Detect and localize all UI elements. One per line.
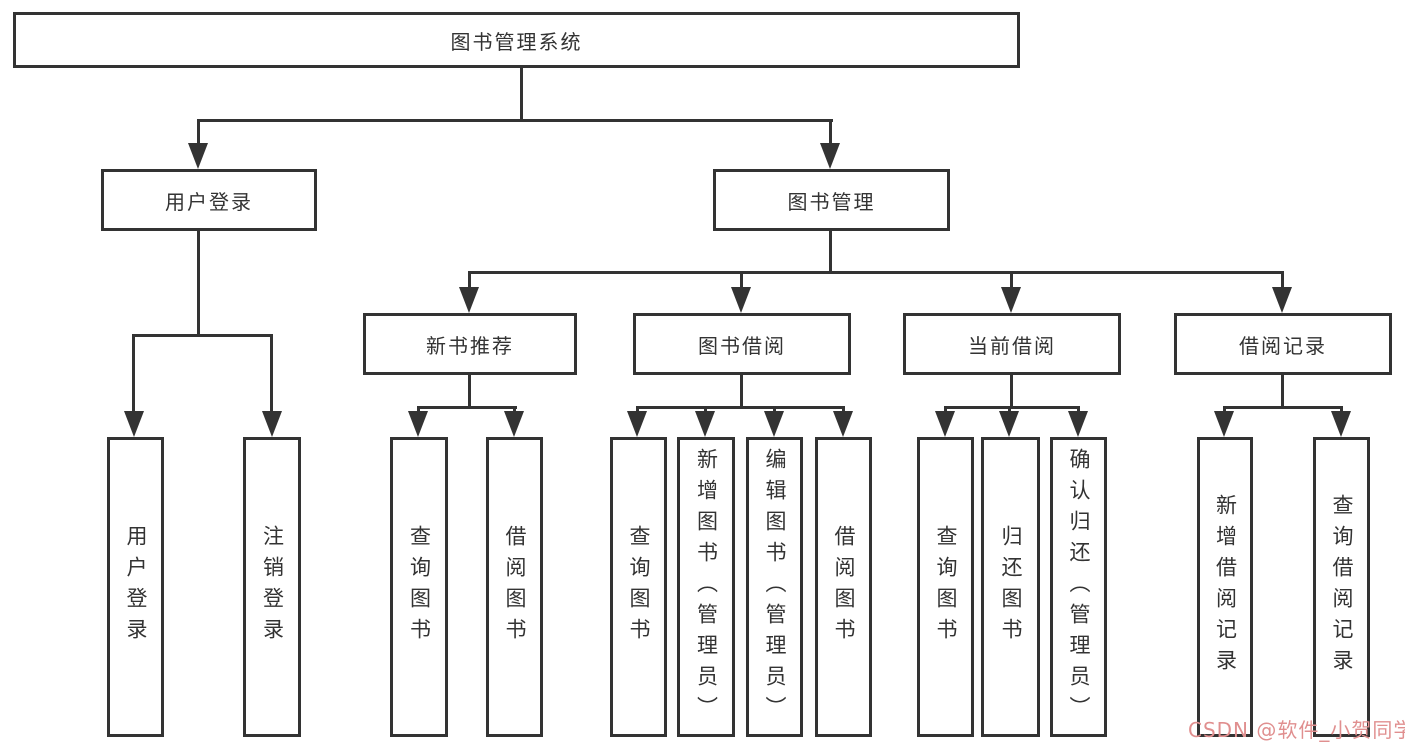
leaf-query-books-newbook: 查询图书 [390, 437, 448, 737]
leaf-confirm-return-admin: 确认归还（管理员） [1050, 437, 1107, 737]
leaf-borrow-books-newbook-label: 借阅图书 [503, 525, 527, 649]
leaf-query-books-newbook-label: 查询图书 [407, 525, 432, 649]
tree-edge [132, 334, 135, 413]
tree-edge [1281, 375, 1284, 409]
tree-edge [417, 406, 420, 414]
tree-edge [636, 406, 639, 414]
leaf-add-book-admin-label: 新增图书（管理员） [694, 447, 719, 727]
tree-edge [197, 119, 200, 145]
tree-edge [944, 406, 947, 414]
leaf-confirm-return-admin-label: 确认归还（管理员） [1067, 447, 1091, 727]
tree-edge [520, 68, 523, 121]
node-new-book-recommend: 新书推荐 [363, 313, 577, 375]
tree-edge [773, 406, 776, 414]
arrow-down-icon [124, 411, 144, 437]
tree-edge [1008, 406, 1011, 414]
node-book-borrow: 图书借阅 [633, 313, 851, 375]
tree-edge [829, 231, 832, 274]
arrow-down-icon [820, 143, 840, 169]
node-current-borrow: 当前借阅 [903, 313, 1121, 375]
arrow-down-icon [408, 411, 428, 437]
leaf-borrow-books-borrow-label: 借阅图书 [832, 525, 856, 649]
arrow-down-icon [459, 287, 479, 313]
tree-edge [1223, 406, 1226, 414]
node-book-management-label: 图书管理 [787, 189, 876, 214]
node-new-book-recommend-label: 新书推荐 [426, 333, 514, 358]
leaf-return-book-label: 归还图书 [999, 525, 1023, 649]
leaf-edit-book-admin: 编辑图书（管理员） [746, 437, 803, 737]
tree-edge [1010, 271, 1013, 290]
tree-edge [513, 406, 516, 414]
tree-edge [468, 271, 471, 290]
arrow-down-icon [1214, 411, 1234, 437]
node-user-login: 用户登录 [101, 169, 317, 231]
leaf-query-books-borrow: 查询图书 [610, 437, 667, 737]
node-system: 图书管理系统 [13, 12, 1020, 68]
arrow-down-icon [188, 143, 208, 169]
arrow-down-icon [262, 411, 282, 437]
leaf-return-book: 归还图书 [981, 437, 1040, 737]
tree-edge [829, 119, 832, 145]
arrow-down-icon [999, 411, 1019, 437]
arrow-down-icon [935, 411, 955, 437]
node-current-borrow-label: 当前借阅 [968, 333, 1056, 358]
tree-edge [740, 375, 743, 409]
node-system-label: 图书管理系统 [450, 29, 583, 54]
tree-edge [1077, 406, 1080, 414]
node-user-login-label: 用户登录 [165, 189, 253, 214]
tree-edge [417, 406, 517, 409]
tree-edge [842, 406, 845, 414]
arrow-down-icon [1068, 411, 1088, 437]
leaf-edit-book-admin-label: 编辑图书（管理员） [763, 447, 787, 727]
leaf-query-books-borrow-label: 查询图书 [627, 525, 651, 649]
node-borrow-records-label: 借阅记录 [1239, 333, 1327, 358]
arrow-down-icon [764, 411, 784, 437]
leaf-add-borrow-record: 新增借阅记录 [1197, 437, 1253, 737]
tree-edge [740, 271, 743, 290]
leaf-query-books-current-label: 查询图书 [934, 525, 958, 649]
tree-edge [468, 375, 471, 409]
leaf-borrow-books-newbook: 借阅图书 [486, 437, 543, 737]
arrow-down-icon [1331, 411, 1351, 437]
leaf-query-borrow-record: 查询借阅记录 [1313, 437, 1370, 737]
tree-edge [1281, 271, 1284, 290]
arrow-down-icon [504, 411, 524, 437]
node-book-management: 图书管理 [713, 169, 950, 231]
tree-edge [468, 271, 1284, 274]
arrow-down-icon [627, 411, 647, 437]
leaf-borrow-books-borrow: 借阅图书 [815, 437, 872, 737]
tree-edge [1340, 406, 1343, 414]
leaf-user-login-label: 用户登录 [124, 525, 148, 649]
tree-edge [1010, 375, 1013, 409]
leaf-add-borrow-record-label: 新增借阅记录 [1213, 494, 1238, 680]
leaf-logout: 注销登录 [243, 437, 301, 737]
tree-edge [197, 119, 833, 122]
leaf-query-borrow-record-label: 查询借阅记录 [1330, 494, 1354, 680]
tree-edge [704, 406, 707, 414]
watermark: CSDN @软件_小贺同学 [1188, 718, 1405, 742]
leaf-logout-label: 注销登录 [260, 525, 285, 649]
arrow-down-icon [731, 287, 751, 313]
tree-edge [132, 334, 273, 337]
node-borrow-records: 借阅记录 [1174, 313, 1392, 375]
tree-edge [1223, 406, 1343, 409]
tree-edge [636, 406, 845, 409]
leaf-add-book-admin: 新增图书（管理员） [677, 437, 735, 737]
tree-edge [197, 230, 200, 336]
arrow-down-icon [1001, 287, 1021, 313]
leaf-user-login: 用户登录 [107, 437, 164, 737]
arrow-down-icon [1272, 287, 1292, 313]
tree-edge [270, 334, 273, 413]
tree-edge [944, 406, 1080, 409]
node-book-borrow-label: 图书借阅 [698, 333, 786, 358]
arrow-down-icon [833, 411, 853, 437]
arrow-down-icon [695, 411, 715, 437]
leaf-query-books-current: 查询图书 [917, 437, 974, 737]
